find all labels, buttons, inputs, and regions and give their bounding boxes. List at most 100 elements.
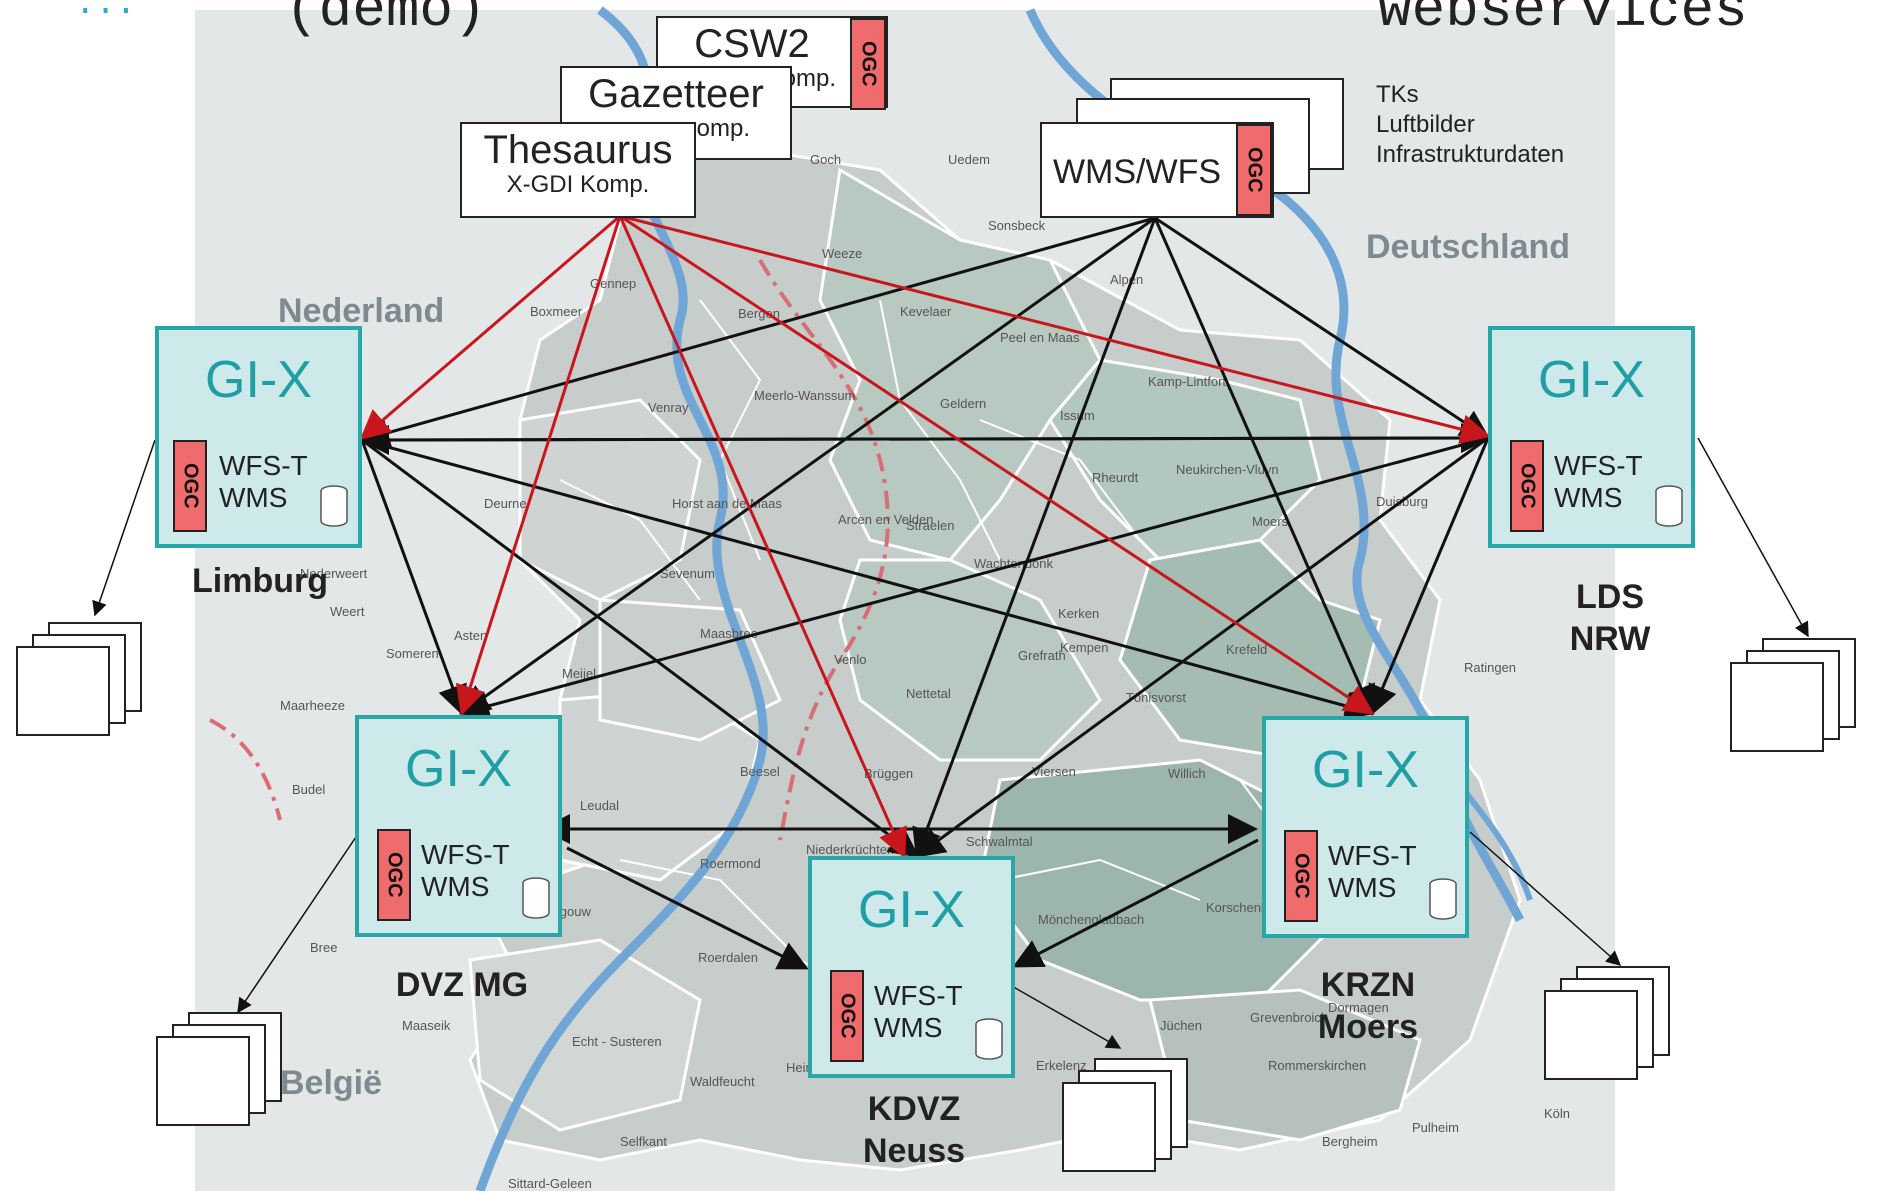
- label-line: LDS: [1576, 578, 1644, 616]
- place-name: Kempen: [1060, 640, 1109, 655]
- gazetteer-label: Gazetteer: [588, 72, 764, 116]
- data-item-infrastrukturdaten: Infrastrukturdaten: [1376, 141, 1565, 168]
- place-name: Nederweert: [300, 566, 368, 581]
- place-name: Dormagen: [1328, 1000, 1389, 1015]
- wms-wfs-service-box: WMS/WFS OGC: [1040, 122, 1274, 218]
- label-line: NRW: [1569, 620, 1651, 658]
- place-name: Pulheim: [1412, 1120, 1459, 1135]
- place-name: Brüggen: [864, 766, 914, 781]
- gix-node-dvz-mg: GI-X OGC WFS-T WMS: [355, 715, 562, 937]
- csw2-label: CSW2: [694, 22, 810, 66]
- service-wms: WMS: [219, 482, 288, 513]
- gix-title: GI-X: [405, 740, 512, 798]
- service-wfs-t: WFS-T: [421, 839, 510, 870]
- service-wms: WMS: [1554, 482, 1623, 513]
- label-line: KDVZ: [867, 1090, 961, 1128]
- place-name: Erkelenz: [1036, 1058, 1087, 1073]
- place-name: Gennep: [590, 276, 637, 291]
- place-name: Sonsbeck: [988, 218, 1046, 233]
- data-item-luftbilder: Luftbilder: [1376, 111, 1475, 138]
- ogc-tag: OGC: [1236, 124, 1272, 216]
- label-line: DVZ MG: [395, 966, 529, 1004]
- place-name: Sittard-Geleen: [508, 1176, 592, 1191]
- place-name: Weeze: [822, 246, 863, 261]
- place-name: Someren: [386, 646, 439, 661]
- place-name: Krefeld: [1226, 642, 1268, 657]
- ogc-tag: OGC: [173, 440, 207, 532]
- place-name: Viersen: [1032, 764, 1076, 779]
- gix-node-kdvz-neuss: GI-X OGC WFS-T WMS: [808, 856, 1015, 1078]
- place-name: Horst aan de Maas: [672, 496, 782, 511]
- place-name: Rheurdt: [1092, 470, 1139, 485]
- ogc-tag: OGC: [1510, 440, 1544, 532]
- service-wfs-t: WFS-T: [874, 980, 963, 1011]
- ogc-tag: OGC: [377, 829, 411, 921]
- slide-title-right: webservices: [1378, 0, 1748, 42]
- gix-title: GI-X: [1312, 741, 1419, 799]
- gazetteer-sub: omp.: [696, 115, 750, 142]
- document-sheet: [16, 646, 110, 736]
- place-name: Deurne: [484, 496, 527, 511]
- gix-services: WFS-T WMS: [219, 450, 308, 514]
- place-name: Meerlo-Wanssum: [754, 388, 856, 403]
- place-name: Waldfeucht: [690, 1074, 755, 1089]
- place-name: Kerken: [1058, 606, 1100, 621]
- place-name: Meijel: [562, 666, 596, 681]
- document-sheet: [1544, 990, 1638, 1080]
- database-icon: [1655, 485, 1683, 527]
- slide-ellipsis: ...: [75, 0, 137, 24]
- place-name: Maaseik: [402, 1018, 451, 1033]
- gix-services: WFS-T WMS: [874, 980, 963, 1044]
- gix-node-limburg: GI-X OGC WFS-T WMS: [155, 326, 362, 548]
- node-label-lds-nrw: LDS NRW: [1510, 576, 1710, 660]
- database-icon: [320, 485, 348, 527]
- country-label-nederland: Nederland: [278, 292, 445, 330]
- thesaurus-sub: X-GDI Komp.: [506, 171, 650, 198]
- gix-title: GI-X: [1538, 351, 1645, 409]
- document-sheet: [1730, 662, 1824, 752]
- place-name: Ratingen: [1464, 660, 1517, 675]
- document-sheet: [1062, 1082, 1156, 1172]
- gix-services: WFS-T WMS: [1554, 450, 1643, 514]
- wms-wfs-data-list: TKs Luftbilder Infrastrukturdaten: [1376, 80, 1564, 170]
- gix-node-lds-nrw: GI-X OGC WFS-T WMS: [1488, 326, 1695, 548]
- place-name: Neukirchen-Vluyn: [1176, 462, 1279, 477]
- place-name: Roermond: [700, 856, 761, 871]
- document-sheet: [156, 1036, 250, 1126]
- place-name: Beesel: [740, 764, 780, 779]
- ogc-tag: OGC: [830, 970, 864, 1062]
- place-name: Venlo: [834, 652, 867, 667]
- place-name: Issum: [1060, 408, 1095, 423]
- place-name: Rommerskirchen: [1268, 1058, 1367, 1073]
- place-name: Sevenum: [660, 566, 715, 581]
- ogc-tag: OGC: [850, 18, 886, 110]
- database-icon: [1429, 878, 1457, 920]
- place-name: Mönchengladbach: [1038, 912, 1145, 927]
- place-name: Asten: [454, 628, 488, 643]
- place-name: Kamp-Lintfort: [1148, 374, 1227, 389]
- wms-wfs-label: WMS/WFS: [1052, 153, 1222, 191]
- thesaurus-label: Thesaurus: [483, 128, 673, 172]
- slide-title-left: (demo): [285, 0, 487, 42]
- data-item-tks: TKs: [1376, 81, 1419, 108]
- place-name: Geldern: [940, 396, 987, 411]
- place-name: Köln: [1544, 1106, 1571, 1121]
- place-name: Jüchen: [1160, 1018, 1202, 1033]
- place-name: Goch: [810, 152, 842, 167]
- service-wfs-t: WFS-T: [1328, 840, 1417, 871]
- country-label-deutschland: Deutschland: [1366, 228, 1571, 266]
- place-name: Selfkant: [620, 1134, 667, 1149]
- place-name: Bree: [310, 940, 338, 955]
- place-name: Echt - Susteren: [572, 1034, 662, 1049]
- thesaurus-service-box: Thesaurus X-GDI Komp.: [460, 122, 696, 218]
- place-name: Bergen: [738, 306, 780, 321]
- label-line: Neuss: [862, 1132, 966, 1170]
- label-line: Moers: [1317, 1008, 1419, 1046]
- place-name: Uedem: [948, 152, 990, 167]
- place-name: Grevenbroich: [1250, 1010, 1329, 1025]
- node-label-kdvz-neuss: KDVZ Neuss: [814, 1088, 1014, 1172]
- place-name: Budel: [292, 782, 326, 797]
- place-name: Kevelaer: [900, 304, 952, 319]
